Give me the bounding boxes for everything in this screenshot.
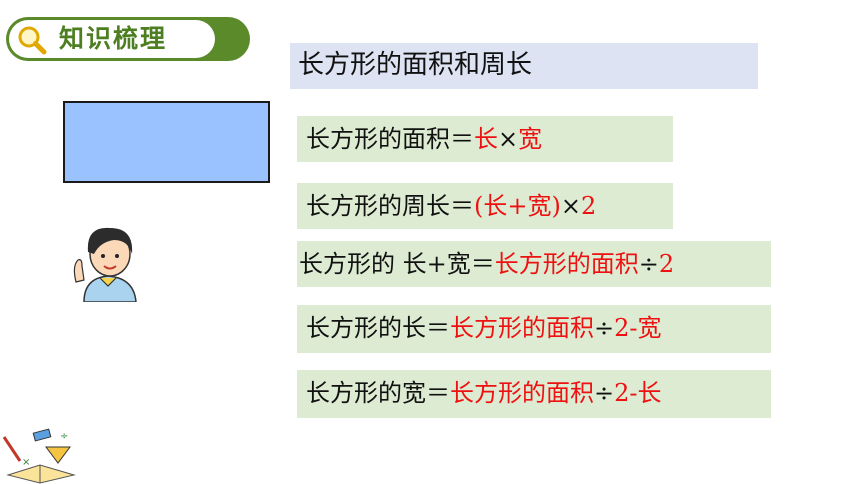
formula-rhs-term: 长方形的面积 xyxy=(450,379,594,407)
formula-lhs: 长方形的面积＝ xyxy=(306,125,474,153)
formula-operator: ÷ xyxy=(594,314,615,342)
section-title: 长方形的面积和周长 xyxy=(298,50,533,80)
formula-rhs-term: 2-长 xyxy=(614,379,662,407)
formula-rhs-term: 宽 xyxy=(518,125,543,153)
formula-row: 长方形的长＝长方形的面积÷2-宽 xyxy=(297,305,771,353)
formula-row: 长方形的 长+宽＝长方形的面积÷2 xyxy=(297,241,771,287)
formula-operator: ÷ xyxy=(638,250,659,278)
rectangle-illustration xyxy=(63,101,270,183)
formula-rhs-term: 2 xyxy=(580,192,597,220)
formula-lhs: 长方形的周长＝ xyxy=(306,192,474,220)
svg-text:×: × xyxy=(22,457,30,468)
formula-lhs: 长方形的长＝ xyxy=(306,314,450,342)
section-badge: 知识梳理 xyxy=(6,17,250,61)
formula-lhs: 长方形的 长+宽＝ xyxy=(299,250,495,278)
formula-rhs-term: 2 xyxy=(658,250,675,278)
book-stationery-illustration: × ÷ xyxy=(2,428,76,484)
formula-row: 长方形的周长＝(长+宽)×2 xyxy=(297,183,673,229)
svg-text:÷: ÷ xyxy=(60,431,68,442)
formula-lhs: 长方形的宽＝ xyxy=(306,379,450,407)
formula-rhs-term: 2-宽 xyxy=(614,314,662,342)
formula-operator: ÷ xyxy=(594,379,615,407)
formula-row: 长方形的宽＝长方形的面积÷2-长 xyxy=(297,370,771,418)
formula-rhs-term: 长方形的面积 xyxy=(450,314,594,342)
formula-rhs-term: 长方形的面积 xyxy=(494,250,639,278)
formula-operator: × xyxy=(560,192,581,220)
section-title-bar: 长方形的面积和周长 xyxy=(290,43,758,89)
magnifier-icon xyxy=(18,26,47,55)
boy-illustration xyxy=(73,227,137,302)
formula-row: 长方形的面积＝长×宽 xyxy=(297,116,673,162)
formula-rhs-term: (长+宽) xyxy=(474,192,561,220)
formula-operator: × xyxy=(498,125,519,153)
section-badge-label: 知识梳理 xyxy=(59,24,168,53)
formula-rhs-term: 长 xyxy=(474,125,498,153)
